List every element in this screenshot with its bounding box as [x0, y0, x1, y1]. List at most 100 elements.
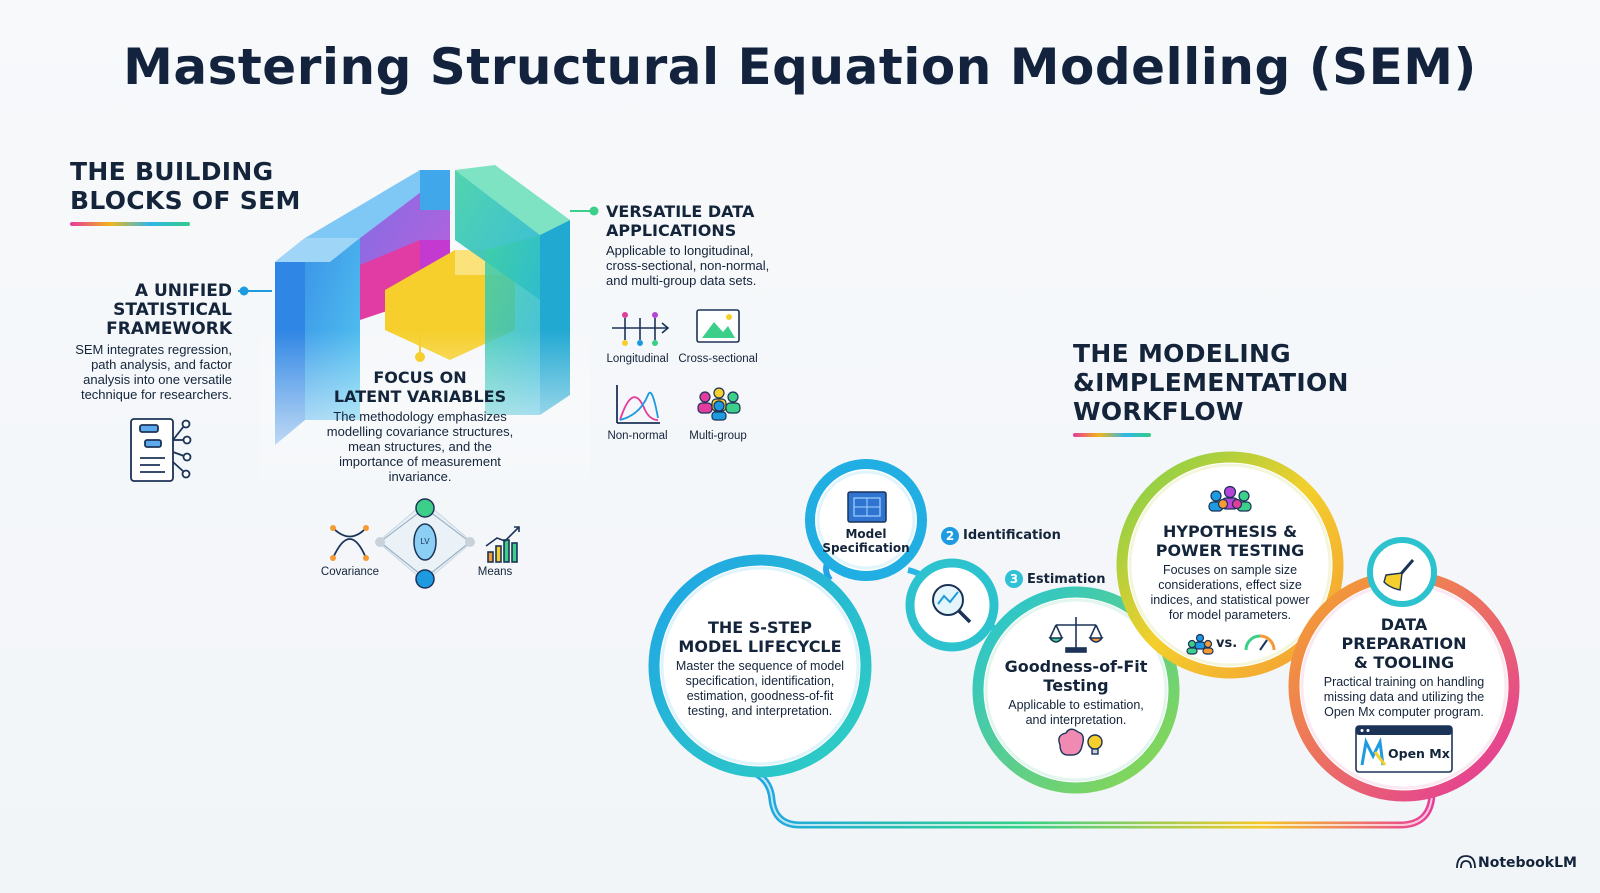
step-2-badge: [941, 527, 959, 545]
step-2-number: 2: [945, 529, 955, 543]
hypothesis-title-line1: HYPOTHESIS &: [1162, 522, 1298, 541]
lifecycle-body: Master the sequence of model specificati…: [668, 659, 852, 719]
hypothesis-body-line: Focuses on sample size: [1162, 563, 1298, 577]
versatile-body-line: and multi-group data sets.: [606, 273, 757, 288]
workflow-underline: [1073, 433, 1151, 437]
data-prep-title-line3: & TOOLING: [1353, 653, 1455, 672]
unified-body: SEM integrates regression, path analysis…: [60, 342, 232, 402]
blueprint-icon: [847, 491, 887, 523]
hypothesis-ring: [1116, 451, 1344, 679]
lifecycle-title-line1: THE S-STEP: [707, 618, 813, 637]
open-mx-label: Open Mx: [1388, 746, 1450, 761]
versatile-body-line: cross-sectional, non-normal,: [606, 258, 770, 273]
hypothesis-body-line: indices, and statistical power: [1150, 593, 1310, 607]
model-spec-line2: Specification: [822, 541, 910, 555]
data-prep-body-line: Open Mx computer program.: [1324, 705, 1484, 719]
building-blocks-underline: [70, 222, 190, 226]
unified-body-line: technique for researchers.: [80, 387, 232, 402]
data-prep-body-line: missing data and utilizing the: [1323, 690, 1485, 704]
data-prep-card: DATA PREPARATION & TOOLING Practical tra…: [1314, 615, 1494, 720]
latent-title-line2: LATENT VARIABLES: [333, 387, 507, 406]
building-blocks-heading-line2: BLOCKS OF SEM: [70, 186, 301, 215]
non-normal-distribution-icon: [616, 385, 660, 424]
goodness-body-line: and interpretation.: [1025, 713, 1127, 727]
data-prep-body-line: Practical training on handling: [1323, 675, 1485, 689]
unified-title-line1: A UNIFIED: [134, 281, 232, 301]
latent-body-line: importance of measurement: [339, 454, 501, 469]
lifecycle-body-line: estimation, goodness-of-fit: [686, 689, 834, 703]
brain-lightbulb-icon: [1058, 728, 1103, 756]
covariance-label: Covariance: [320, 566, 380, 578]
unified-framework-card: A UNIFIED STATISTICAL FRAMEWORK SEM inte…: [60, 281, 232, 403]
hypothesis-title-line2: POWER TESTING: [1155, 541, 1305, 560]
lifecycle-body-line: Master the sequence of model: [675, 659, 845, 673]
notebooklm-brand: NotebookLM: [1478, 855, 1577, 871]
versatile-body-line: Applicable to longitudinal,: [606, 243, 754, 258]
model-spec-card: Model Specification: [820, 527, 912, 555]
unified-title-line3: FRAMEWORK: [106, 319, 232, 339]
goodness-title-line2: Testing: [1043, 676, 1109, 695]
goodness-title-line1: Goodness-of-Fit: [1004, 657, 1148, 676]
data-prep-body: Practical training on handling missing d…: [1314, 675, 1494, 720]
lifecycle-body-line: testing, and interpretation.: [687, 704, 833, 718]
data-prep-title-line2: PREPARATION: [1341, 634, 1467, 653]
hypothesis-body: Focuses on sample size considerations, e…: [1138, 563, 1322, 623]
latent-variable-network-icon: [375, 498, 475, 589]
versatile-body: Applicable to longitudinal, cross-sectio…: [606, 243, 796, 288]
longitudinal-timeline-icon: [612, 312, 670, 346]
step-3-label: Estimation: [1027, 572, 1106, 587]
notebooklm-logo-icon: [1456, 855, 1476, 869]
model-spec-line1: Model: [845, 527, 887, 541]
latent-body-line: invariance.: [388, 469, 452, 484]
latent-title-line1: FOCUS ON: [373, 368, 467, 387]
hypothesis-card: HYPOTHESIS & POWER TESTING Focuses on sa…: [1138, 522, 1322, 623]
workflow-heading-line1: THE MODELING: [1073, 339, 1291, 368]
goodness-body-line: Applicable to estimation,: [1008, 698, 1144, 712]
type-label-longitudinal: Longitudinal: [606, 353, 669, 365]
goodness-body: Applicable to estimation, and interpreta…: [996, 698, 1156, 728]
lifecycle-ring: [648, 554, 872, 778]
building-blocks-heading: THE BUILDING BLOCKS OF SEM: [70, 157, 330, 215]
versatile-data-card: VERSATILE DATA APPLICATIONS Applicable t…: [606, 202, 796, 288]
workflow-heading-line3: WORKFLOW: [1073, 397, 1244, 426]
goodness-ring: [972, 586, 1180, 794]
hypothesis-body-line: considerations, effect size: [1158, 578, 1302, 592]
versatile-title-line1: VERSATILE DATA: [606, 202, 755, 221]
building-blocks-heading-line1: THE BUILDING: [70, 157, 274, 186]
data-prep-title-line1: DATA: [1380, 615, 1428, 634]
open-mx-window-icon: [1355, 725, 1453, 773]
latent-body-line: modelling covariance structures,: [326, 424, 514, 439]
unified-body-line: SEM integrates regression,: [75, 342, 232, 357]
team-people-icon: [1208, 485, 1252, 512]
step-3-number: 3: [1009, 572, 1019, 586]
type-label-cross-sectional: Cross-sectional: [678, 353, 758, 365]
latent-node-label: LV: [420, 537, 430, 546]
lifecycle-title-line2: MODEL LIFECYCLE: [678, 637, 842, 656]
step-3-badge: [1005, 570, 1023, 588]
cleaning-brush-icon: [1383, 559, 1415, 591]
balance-scale-icon: [1048, 617, 1104, 653]
sample-group-icon: [1186, 633, 1214, 655]
covariance-icon: [330, 525, 369, 561]
unified-body-line: path analysis, and factor: [91, 357, 232, 372]
multi-group-people-icon: [697, 387, 741, 421]
versatile-title-line2: APPLICATIONS: [606, 221, 737, 240]
framework-diagram-icon: [130, 418, 192, 482]
power-gauge-icon: [1244, 634, 1276, 651]
latent-body-line: The methodology emphasizes: [333, 409, 507, 424]
unified-body-line: analysis into one versatile: [83, 372, 232, 387]
step-2-label: Identification: [963, 528, 1061, 543]
type-label-multi-group: Multi-group: [689, 430, 747, 442]
vs-label: vs.: [1216, 636, 1238, 651]
m-structure-illustration: [260, 165, 590, 490]
latent-body: The methodology emphasizes modelling cov…: [310, 409, 530, 484]
workflow-heading: THE MODELING &IMPLEMENTATION WORKFLOW: [1073, 339, 1393, 426]
page-title: Mastering Structural Equation Modelling …: [123, 38, 1477, 96]
goodness-card: Goodness-of-Fit Testing Applicable to es…: [996, 657, 1156, 728]
unified-title-line2: STATISTICAL: [113, 300, 232, 320]
lifecycle-card: THE S-STEP MODEL LIFECYCLE Master the se…: [668, 618, 852, 719]
lifecycle-body-line: specification, identification,: [685, 674, 835, 688]
means-bar-chart-icon: [485, 526, 520, 563]
latent-variables-card: FOCUS ON LATENT VARIABLES The methodolog…: [310, 368, 530, 484]
